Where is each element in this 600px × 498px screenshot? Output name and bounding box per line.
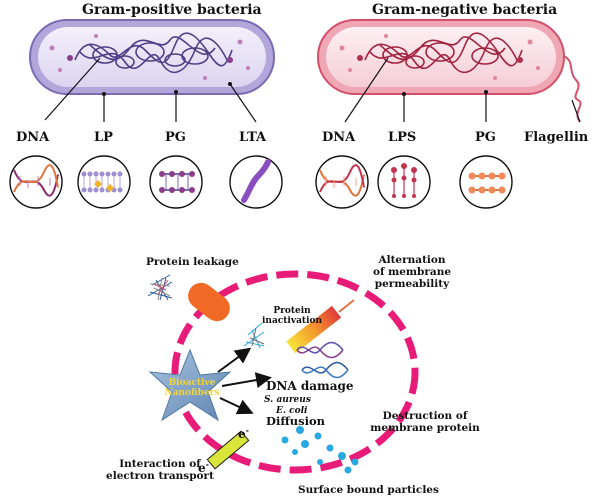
gn-label-flagellin: Flagellin — [524, 130, 589, 145]
gp-label-pg: PG — [165, 130, 186, 145]
gn-label-dna: DNA — [322, 130, 356, 145]
label-protein-leakage: Protein leakage — [146, 256, 239, 268]
gn-dna-helix-icon — [319, 164, 365, 197]
gn-label-lps: LPS — [388, 130, 417, 145]
label-s-aureus: S. aureus — [264, 395, 311, 405]
gp-dna-coil-icon — [74, 32, 233, 74]
gp-dna-helix-icon — [13, 164, 59, 197]
gram-positive-cell — [29, 19, 275, 123]
gp-lipoprotein-icon — [81, 171, 123, 193]
label-e-coli: E. coli — [276, 406, 308, 416]
label-interaction: Interaction of electron transport — [106, 458, 214, 482]
label-bioactive-nanofibers: Bioactive Nanofibers — [164, 378, 220, 398]
bacterial-membrane — [171, 270, 419, 474]
protein-inactivation-icon — [243, 322, 265, 349]
label-alternation: Alternation of membrane permeability — [372, 254, 452, 290]
dna-damage-icon — [296, 341, 349, 379]
label-electron-bottom: e- — [198, 459, 209, 475]
label-surface-bound: Surface bound particles — [298, 484, 439, 496]
label-electron-top: e- — [238, 425, 249, 441]
gp-label-lp: LP — [94, 130, 113, 145]
gram-negative-title: Gram-negative bacteria — [372, 2, 558, 18]
gn-label-pg: PG — [475, 130, 496, 145]
gp-label-lta: LTA — [239, 130, 267, 145]
gp-peptidoglycan-icon — [159, 171, 195, 193]
gram-positive-title: Gram-positive bacteria — [82, 2, 262, 18]
action-arrows — [217, 347, 272, 415]
bioactive-nanofiber-star-icon — [148, 348, 232, 422]
label-dna-damage: DNA damage — [266, 379, 354, 393]
gram-negative-cell — [317, 19, 582, 123]
permeability-beam-icon — [286, 299, 355, 354]
gp-label-dna: DNA — [16, 130, 50, 145]
gn-lps-icon — [391, 163, 417, 198]
gn-dna-coil-icon — [364, 32, 523, 74]
electron-transport-bar-icon — [206, 430, 250, 470]
capsule-particle-icon — [188, 282, 230, 322]
flagellum-icon — [562, 55, 582, 123]
surface-particles-icon — [281, 426, 359, 474]
gn-peptidoglycan-icon — [468, 172, 506, 194]
gp-lta-icon — [241, 159, 271, 203]
label-destruction: Destruction of membrane protein — [370, 410, 480, 434]
label-protein-inactivation: Protein inactivation — [262, 306, 323, 326]
label-diffusion: Diffusion — [266, 414, 326, 428]
protein-leakage-icon — [147, 274, 173, 301]
